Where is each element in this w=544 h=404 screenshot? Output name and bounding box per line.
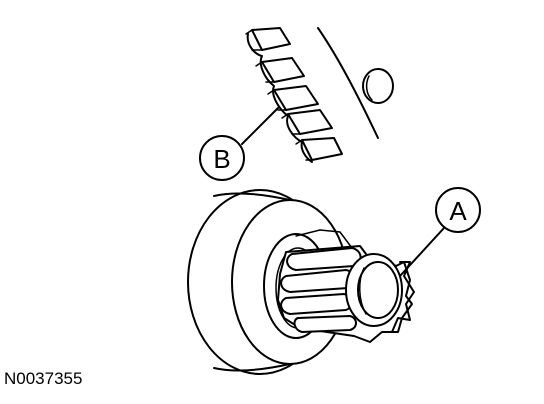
ring-gear-tooth [261, 57, 305, 83]
pinion-hub-shade [359, 267, 367, 315]
flywheel-ring-gear [245, 27, 394, 163]
callout-a-leader [399, 227, 445, 277]
pinion-tooth-points [391, 261, 415, 333]
ring-gear-tooth [251, 27, 291, 51]
ring-gear-tooth [287, 109, 333, 135]
ring-gear-root-line [246, 33, 313, 163]
pinion-teeth [280, 229, 362, 333]
flywheel-hole-shade [365, 75, 373, 101]
pinion-hub-bore [357, 261, 399, 319]
ring-gear-tooth [301, 137, 343, 161]
flywheel-hole [362, 68, 394, 104]
figure-reference-number: N0037355 [4, 369, 82, 388]
pinion-tooth [280, 293, 354, 315]
callout-a: A [399, 187, 481, 277]
flywheel-edge-arc [317, 27, 379, 139]
callout-b-label: B [213, 144, 230, 174]
pinion-tooth-top-edge [295, 229, 321, 237]
starter-drive [187, 189, 415, 375]
callout-b-leader [241, 107, 279, 145]
callout-b: B [199, 107, 279, 181]
callout-a-label: A [449, 196, 467, 226]
housing-top-edge [213, 192, 291, 201]
ring-gear-tooth [273, 85, 319, 111]
pinion-tooth-top [319, 229, 353, 249]
callout-b-circle [199, 135, 245, 181]
ring-gear-teeth [245, 27, 343, 163]
pinion-tooth [293, 315, 357, 333]
housing-bottom-edge [213, 363, 291, 372]
callout-a-circle [435, 187, 481, 233]
